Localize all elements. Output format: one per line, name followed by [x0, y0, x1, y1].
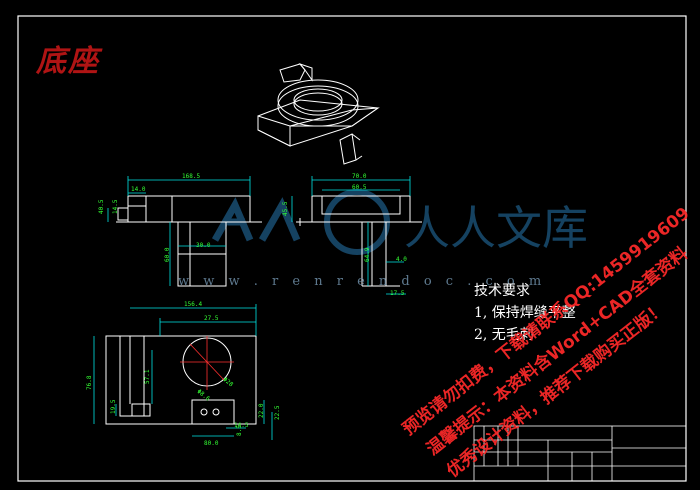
dim-top-height: 76.8 — [86, 375, 93, 390]
dim-top-mid: 57.1 — [144, 369, 151, 384]
dim-side-inner: 60.5 — [352, 184, 367, 191]
watermark-logo-text: 人人文库 — [404, 201, 588, 255]
dim-side-h: 45.5 — [282, 201, 289, 216]
dim-front-leg-w: 30.0 — [196, 242, 211, 249]
title-block — [473, 425, 687, 482]
dim-front-small: 14.5 — [112, 199, 119, 214]
dim-top-width: 156.4 — [184, 301, 203, 308]
dim-side-base: 17.5 — [390, 290, 405, 297]
dim-side-width: 70.0 — [352, 173, 367, 180]
dim-top-inner: 27.5 — [204, 315, 219, 322]
dim-side-small: 4.0 — [396, 256, 407, 263]
tech-item: 1, 保持焊缝平整 — [474, 305, 576, 321]
dim-top-r2: 8.5 — [236, 425, 243, 436]
drawing-title: 底座 — [36, 44, 100, 79]
front-view — [116, 195, 262, 287]
tech-heading: 技术要求 — [474, 283, 530, 299]
top-view-dims — [93, 304, 273, 440]
drawing-frame — [17, 15, 687, 482]
dim-top-b3: 80.0 — [204, 440, 219, 447]
side-view-dims — [291, 176, 411, 295]
tech-item: 2, 无毛刺 — [474, 327, 534, 343]
dim-front-leg-h: 60.0 — [164, 247, 171, 262]
front-view-dims — [107, 176, 251, 286]
dim-front-height: 40.5 — [98, 199, 105, 214]
dim-top-hole: Φ8.6 — [195, 388, 212, 403]
isometric-view — [257, 62, 380, 165]
dim-top-b2: 22.0 — [258, 403, 265, 418]
watermark-site: w w w . r e n r e n d o c . c o m — [178, 274, 547, 289]
dim-front-width: 168.5 — [182, 173, 201, 180]
dim-top-small: 19.5 — [110, 399, 117, 414]
watermark-logo: 人人文库 — [211, 189, 588, 255]
dim-top-r1: 22.5 — [274, 405, 281, 420]
dim-top-b1: 14.5 — [234, 422, 249, 429]
dim-front-offset: 14.0 — [131, 186, 146, 193]
tech-requirements: 技术要求 1, 保持焊缝平整 2, 无毛刺 — [474, 280, 576, 346]
dim-side-leg-h: 64.9 — [364, 247, 371, 262]
dim-top-circle: Φ28 — [221, 376, 235, 389]
